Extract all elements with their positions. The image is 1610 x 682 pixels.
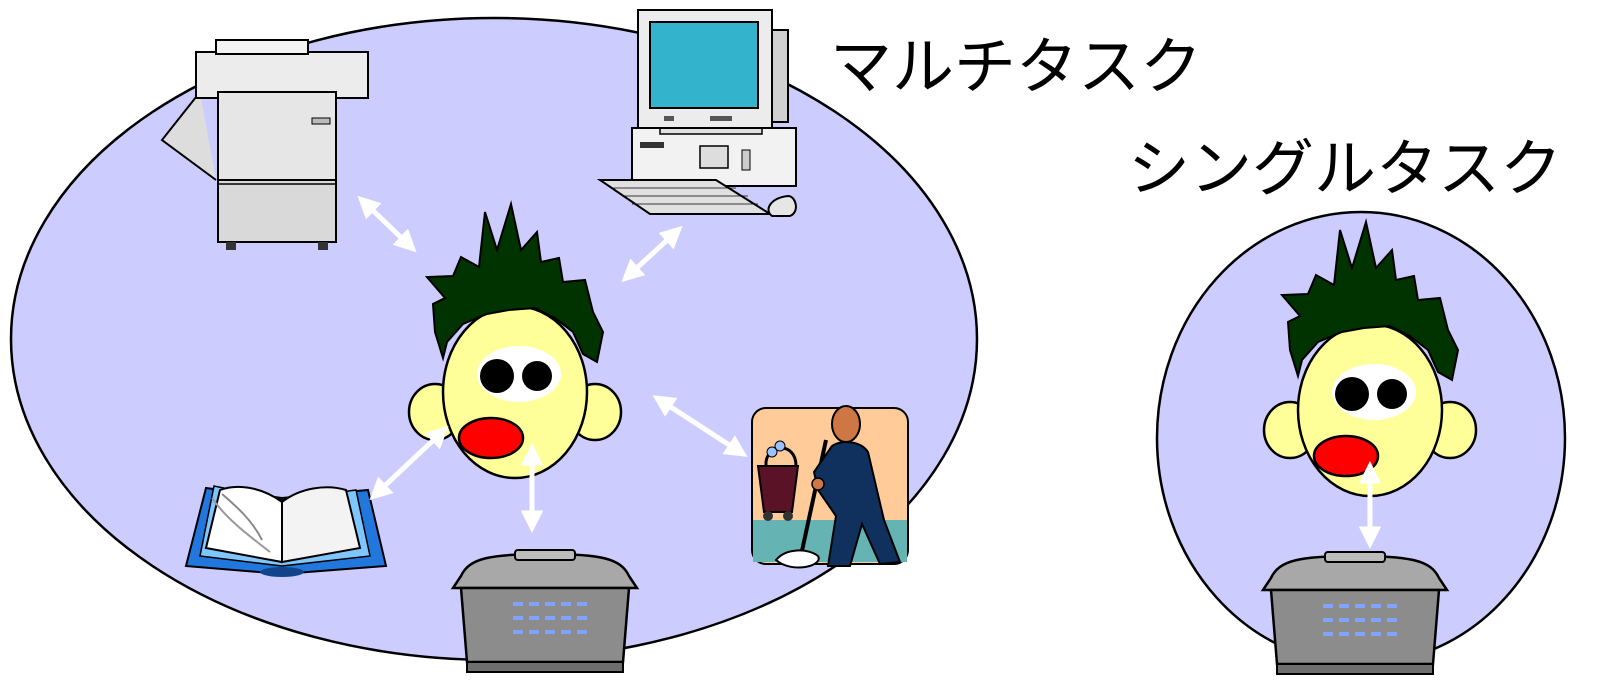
multitask-label: マルチタスク [830, 30, 1202, 103]
computer-arrow [621, 225, 683, 283]
computer-icon [596, 9, 797, 217]
book-icon [184, 485, 388, 577]
janitor-icon [751, 405, 909, 569]
janitor-arrow [652, 395, 748, 457]
telephone-icon [453, 550, 637, 672]
telephone-icon [1263, 552, 1447, 674]
copier-arrow [357, 195, 417, 253]
book-arrow [369, 425, 449, 501]
copier-icon [160, 39, 369, 250]
singletask-label: シングルタスク [1128, 132, 1562, 205]
